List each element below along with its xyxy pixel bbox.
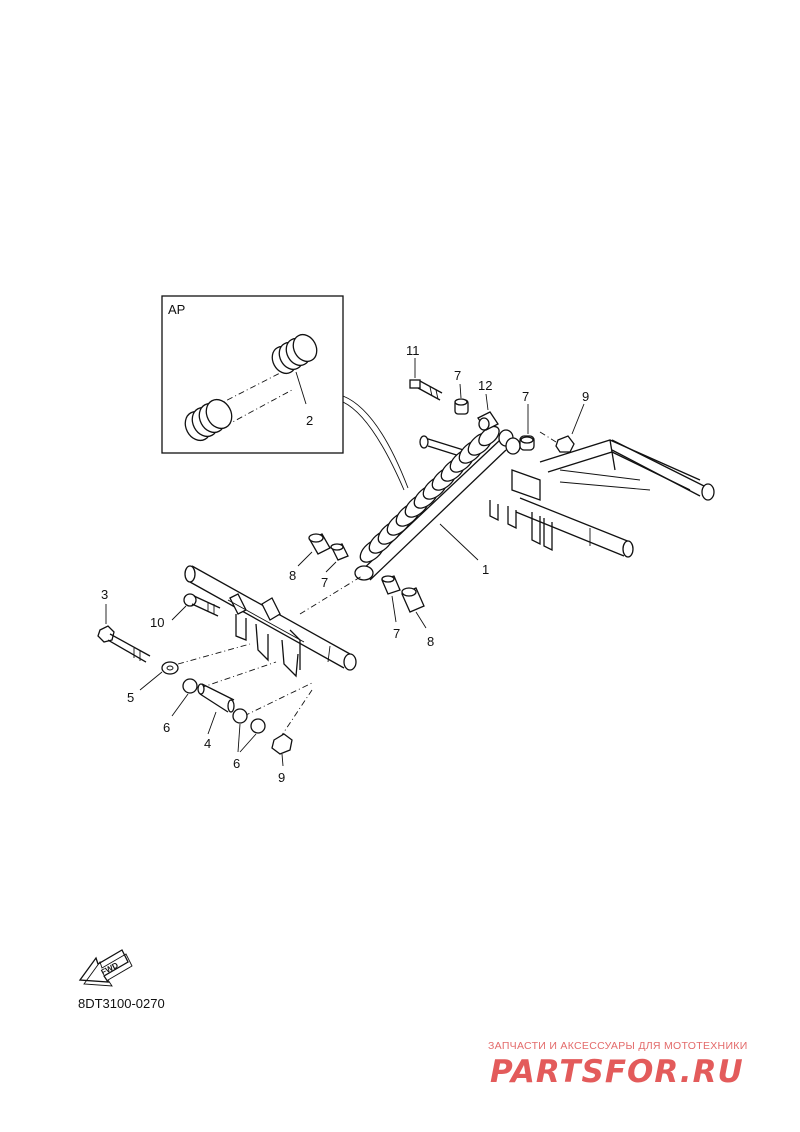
part-8-bush-right bbox=[401, 587, 425, 613]
part-5-washer bbox=[161, 661, 179, 675]
part-2-boot bbox=[184, 333, 318, 442]
callout-12: 12 bbox=[478, 378, 492, 393]
inset-ap: AP 2 bbox=[161, 295, 409, 491]
callout-7-b: 7 bbox=[522, 389, 529, 404]
watermark-brand-logo: PARTSFOR.RU bbox=[490, 1054, 744, 1090]
part-7-bush-top bbox=[454, 398, 469, 415]
callout-4: 4 bbox=[204, 736, 211, 751]
frame-upper bbox=[419, 435, 715, 558]
callout-8-a: 8 bbox=[289, 568, 296, 583]
part-10-bolt bbox=[183, 593, 221, 617]
inset-label: AP bbox=[168, 302, 185, 317]
fwd-arrow-icon: FWD bbox=[78, 949, 133, 987]
inset-frame bbox=[161, 295, 344, 454]
assembly-line-5 bbox=[177, 643, 251, 665]
drawing-code: 8DT3100-0270 bbox=[78, 996, 165, 1011]
part-12-collar bbox=[477, 411, 499, 431]
callout-3: 3 bbox=[101, 587, 108, 602]
part-1-shock-absorber bbox=[354, 425, 521, 581]
callout-11: 11 bbox=[406, 343, 420, 358]
part-9-nut-top bbox=[539, 431, 575, 453]
callout-9-a: 9 bbox=[582, 389, 589, 404]
part-6-bush-right bbox=[232, 708, 266, 734]
part-7-bush-upper-right bbox=[519, 435, 535, 451]
callout-7-a: 7 bbox=[454, 368, 461, 383]
part-7-bush-left bbox=[330, 543, 349, 561]
callout-7-c: 7 bbox=[321, 575, 328, 590]
part-6-bush-left bbox=[182, 678, 198, 694]
callout-6-b: 6 bbox=[233, 756, 240, 771]
part-9-nut-bottom bbox=[271, 733, 293, 755]
callout-1: 1 bbox=[482, 562, 489, 577]
callout-2: 2 bbox=[306, 413, 313, 428]
callout-7-d: 7 bbox=[393, 626, 400, 641]
watermark-tagline: ЗАПЧАСТИ И АКСЕССУАРЫ ДЛЯ МОТОТЕХНИКИ bbox=[488, 1040, 748, 1052]
assembly-line-arm-to-shock bbox=[299, 575, 363, 615]
assembly-line-9 bbox=[279, 689, 313, 739]
callout-8-b: 8 bbox=[427, 634, 434, 649]
callout-10: 10 bbox=[150, 615, 164, 630]
assembly-line-4 bbox=[199, 661, 277, 689]
part-8-bush-left bbox=[308, 533, 331, 555]
part-11-bolt bbox=[409, 379, 443, 401]
callout-9-b: 9 bbox=[278, 770, 285, 785]
part-7-bush-lower-right bbox=[381, 575, 401, 595]
lower-arm bbox=[184, 565, 357, 678]
assembly-line-6 bbox=[243, 681, 315, 717]
callout-5: 5 bbox=[127, 690, 134, 705]
part-4-collar bbox=[197, 683, 235, 713]
callout-6-a: 6 bbox=[163, 720, 170, 735]
part-3-long-bolt bbox=[97, 625, 151, 663]
